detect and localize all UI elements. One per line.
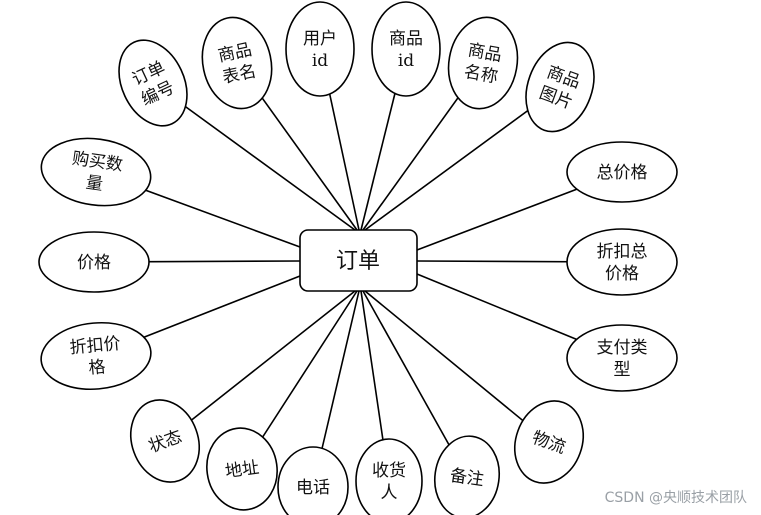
attribute-label: 价格 — [605, 264, 639, 284]
attribute-label: 用户 — [303, 29, 337, 49]
attribute-logistics: 物流 — [514, 400, 584, 484]
attribute-label: 型 — [614, 360, 631, 380]
attribute-ellipse — [566, 141, 678, 203]
attribute-label: id — [398, 51, 414, 71]
edge-status — [164, 290, 356, 442]
attribute-phone: 电话 — [277, 446, 349, 515]
attribute-ellipse — [38, 231, 150, 293]
attribute-ellipse — [447, 16, 519, 110]
attribute-ellipse — [371, 1, 441, 97]
attribute-ellipse — [130, 399, 200, 483]
attribute-ellipse — [201, 16, 273, 110]
attribute-ellipse — [566, 324, 678, 392]
attribute-ellipse — [40, 137, 152, 207]
entity-order: 订单 — [299, 229, 418, 292]
attribute-status: 状态 — [130, 399, 200, 483]
entity-label: 订单 — [336, 249, 380, 274]
attribute-ellipse — [514, 400, 584, 484]
attribute-ellipse — [355, 438, 423, 515]
attribute-label: 商品 — [389, 29, 423, 49]
attribute-label: 收货 — [372, 461, 406, 481]
attribute-total-price: 总价格 — [566, 141, 678, 203]
attribute-label: 价格 — [77, 253, 111, 273]
attribute-label: 备注 — [449, 466, 485, 491]
attribute-label: 电话 — [296, 478, 330, 498]
attribute-label: 地址 — [224, 458, 260, 483]
attribute-address: 地址 — [206, 427, 278, 511]
attribute-label: id — [312, 51, 328, 71]
attribute-ellipse — [434, 435, 500, 515]
attribute-label: 折扣价 — [69, 334, 122, 358]
attribute-label: 总价格 — [597, 163, 648, 183]
attribute-ellipse — [277, 446, 349, 515]
attribute-ellipse — [566, 228, 678, 296]
attribute-ellipse — [118, 39, 188, 127]
attribute-recipient: 收货人 — [355, 438, 423, 515]
attribute-ellipse — [525, 41, 595, 133]
edge-order-number — [152, 82, 356, 231]
attribute-ellipse — [285, 1, 355, 97]
attribute-ellipse — [206, 427, 278, 511]
watermark: CSDN @央顺技术团队 — [604, 490, 747, 506]
attribute-remark: 备注 — [434, 435, 500, 515]
attribute-label: 量 — [85, 173, 105, 195]
edge-logistics — [364, 290, 550, 443]
attribute-ellipse — [40, 321, 152, 391]
attribute-label: 人 — [381, 483, 398, 503]
attribute-label: 折扣总 — [597, 242, 648, 262]
attribute-price: 价格 — [38, 231, 150, 293]
entity-box — [299, 229, 418, 292]
attribute-label: 支付类 — [597, 338, 648, 358]
attribute-label: 格 — [88, 357, 107, 378]
